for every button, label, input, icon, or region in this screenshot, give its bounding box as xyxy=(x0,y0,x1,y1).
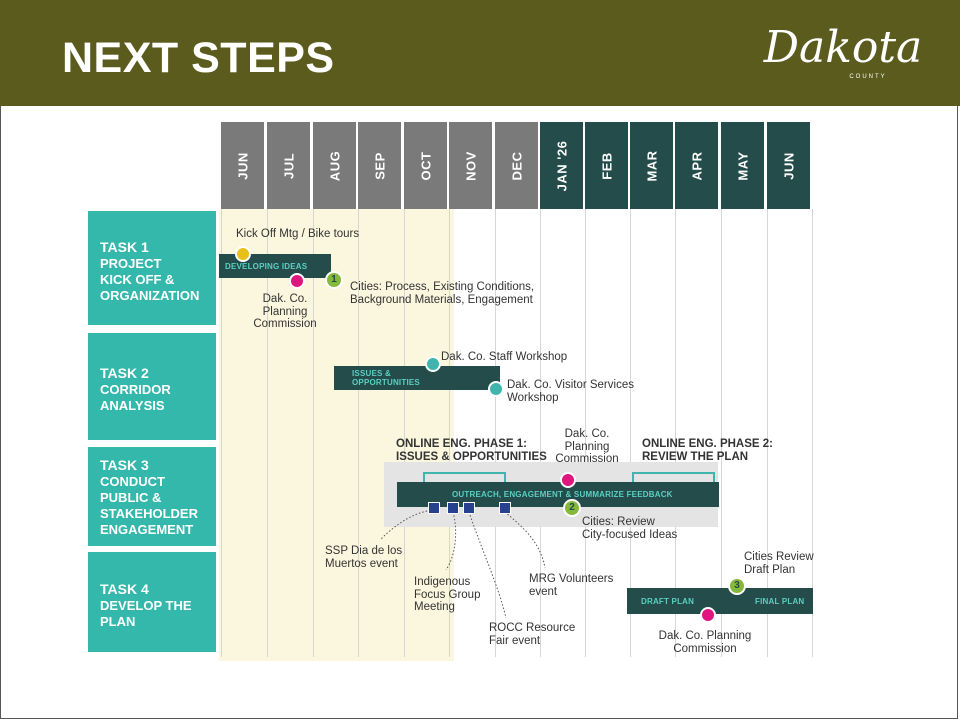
label-kickoff: Kick Off Mtg / Bike tours xyxy=(236,228,360,240)
month-header: OCT xyxy=(404,122,447,209)
label-cities-2: Cities: Review City-focused Ideas xyxy=(582,516,678,541)
slide-title: NEXT STEPS xyxy=(62,34,335,82)
month-header: MAY xyxy=(721,122,764,209)
grid-line xyxy=(540,209,541,657)
final-plan-label: FINAL PLAN xyxy=(755,597,805,606)
task-description: CORRIDOR ANALYSIS xyxy=(100,382,171,413)
logo-subtext: COUNTY xyxy=(849,74,886,80)
milestone-planning-commission-1 xyxy=(289,273,305,289)
issues-opportunities-bar: ISSUES & OPPORTUNITIES xyxy=(334,366,500,390)
label-planning-commission-3: Dak. Co. Planning Commission xyxy=(658,630,752,655)
event-marker-ssp xyxy=(428,502,440,514)
grid-line xyxy=(585,209,586,657)
cities-badge-3: 3 xyxy=(728,577,746,595)
plan-bar: DRAFT PLAN FINAL PLAN xyxy=(627,588,813,614)
outreach-bar: OUTREACH, ENGAGEMENT & SUMMARIZE FEEDBAC… xyxy=(397,482,719,507)
month-header: NOV xyxy=(449,122,492,209)
logo-text: Dakota xyxy=(763,22,923,73)
month-header: MAR xyxy=(630,122,673,209)
label-mrg: MRG Volunteers event xyxy=(529,573,614,598)
milestone-staff-workshop xyxy=(425,356,441,372)
task-description: CONDUCT PUBLIC & STAKEHOLDER ENGAGEMENT xyxy=(100,474,198,537)
dakota-county-logo: Dakota COUNTY xyxy=(763,22,923,80)
label-rocc: ROCC Resource Fair event xyxy=(489,622,576,647)
label-phase-1: ONLINE ENG. PHASE 1: ISSUES & OPPORTUNIT… xyxy=(396,438,547,463)
draft-plan-label: DRAFT PLAN xyxy=(641,597,695,606)
month-header: AUG xyxy=(313,122,356,209)
milestone-visitor-workshop xyxy=(488,381,504,397)
task-3-block: TASK 3 CONDUCT PUBLIC & STAKEHOLDER ENGA… xyxy=(88,447,216,546)
label-phase-2: ONLINE ENG. PHASE 2: REVIEW THE PLAN xyxy=(642,438,773,463)
grid-line xyxy=(721,209,722,657)
cities-badge-2: 2 xyxy=(563,499,581,517)
task-number: TASK 4 xyxy=(100,581,149,597)
grid-line xyxy=(267,209,268,657)
label-visitor-workshop: Dak. Co. Visitor Services Workshop xyxy=(507,379,634,404)
grid-line xyxy=(675,209,676,657)
event-marker-mrg xyxy=(499,502,511,514)
grid-line xyxy=(404,209,405,657)
grid-line xyxy=(767,209,768,657)
month-header: JAN '26 xyxy=(540,122,583,209)
grid-line xyxy=(449,209,450,657)
event-marker-rocc xyxy=(463,502,475,514)
month-header: APR xyxy=(675,122,718,209)
grid-line xyxy=(630,209,631,657)
cities-badge-1: 1 xyxy=(325,271,343,289)
task-4-block: TASK 4 DEVELOP THE PLAN xyxy=(88,552,216,652)
task-2-block: TASK 2 CORRIDOR ANALYSIS xyxy=(88,333,216,440)
label-indigenous: Indigenous Focus Group Meeting xyxy=(414,576,481,613)
label-staff-workshop: Dak. Co. Staff Workshop xyxy=(441,351,568,363)
month-header: JUN xyxy=(767,122,810,209)
label-planning-commission-2: Dak. Co. Planning Commission xyxy=(555,428,619,465)
header-bar: NEXT STEPS Dakota COUNTY xyxy=(0,0,960,106)
task-description: PROJECT KICK OFF & ORGANIZATION xyxy=(100,256,200,303)
task-description: DEVELOP THE PLAN xyxy=(100,598,192,629)
event-marker-indigenous xyxy=(447,502,459,514)
milestone-planning-commission-3 xyxy=(700,607,716,623)
grid-line xyxy=(221,209,222,657)
month-header: DEC xyxy=(495,122,538,209)
task-number: TASK 1 xyxy=(100,239,149,255)
grid-line xyxy=(812,209,813,657)
label-cities-1: Cities: Process, Existing Conditions, Ba… xyxy=(350,281,535,306)
month-header: JUL xyxy=(267,122,310,209)
task-1-block: TASK 1 PROJECT KICK OFF & ORGANIZATION xyxy=(88,211,216,325)
grid-line xyxy=(495,209,496,657)
grid-line xyxy=(313,209,314,657)
milestone-planning-commission-2 xyxy=(560,472,576,488)
month-header: SEP xyxy=(358,122,401,209)
month-header: JUN xyxy=(221,122,264,209)
label-cities-3: Cities Review Draft Plan xyxy=(744,551,814,576)
milestone-kickoff xyxy=(235,246,251,262)
task-number: TASK 3 xyxy=(100,457,149,473)
month-header: FEB xyxy=(585,122,628,209)
label-ssp: SSP Dia de los Muertos event xyxy=(325,545,403,570)
label-planning-commission-1: Dak. Co. Planning Commission xyxy=(253,293,317,330)
grid-line xyxy=(358,209,359,657)
task-number: TASK 2 xyxy=(100,365,149,381)
